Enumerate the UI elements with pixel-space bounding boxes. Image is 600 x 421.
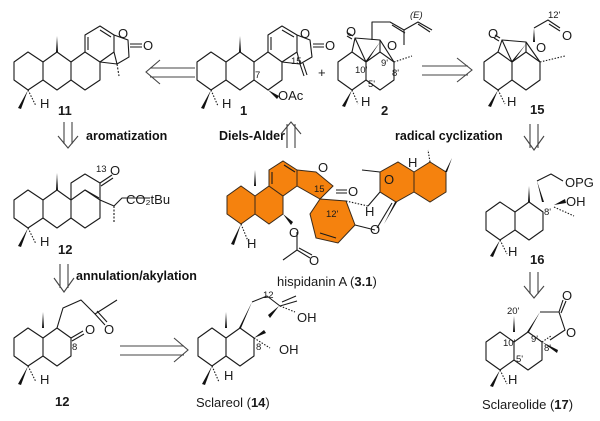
sclareol-oh-8-label: OH xyxy=(279,342,299,357)
hispidanin-acetate-carbonyl-oxygen: O xyxy=(309,253,319,268)
hispidanin-h2-label: H xyxy=(365,204,374,219)
c2-ketone-oxygen: O xyxy=(346,24,356,39)
plus-sign: + xyxy=(318,65,326,80)
c1-h-label: H xyxy=(222,96,231,111)
compound-2-structure: O O (E) 10' 9' 8' 5' H 2 xyxy=(337,10,433,118)
c2-c10p-label: 10' xyxy=(355,65,368,76)
sclareolide-c8p-label: 8' xyxy=(544,343,551,354)
compound-11-label: 11 xyxy=(58,103,72,118)
hispidanin-ring-e xyxy=(413,161,447,203)
sclareolide-carbonyl-oxygen: O xyxy=(562,288,572,303)
c11-h-label: H xyxy=(40,96,49,111)
compound-14-sclareol-structure: 12 8 OH OH H Sclareol (14) xyxy=(196,290,317,410)
sclareolide-c10p-label: 10' xyxy=(503,338,516,349)
hispidanin-c15-label: 15 xyxy=(314,184,325,195)
c12a-oxygen: O xyxy=(110,163,120,178)
compound-12a-label: 12 xyxy=(58,242,72,257)
step-label-diels-alder: Diels-Alder xyxy=(219,129,285,143)
c12a-c13-label: 13 xyxy=(96,164,107,175)
c2-e-geometry-label: (E) xyxy=(410,10,423,21)
compound-11-structure: O O H 11 xyxy=(13,25,153,118)
compound-12b-structure: O O 8 H 12 xyxy=(13,299,118,409)
c11-carbonyl-oxygen: O xyxy=(143,38,153,53)
retro-arrow-2-to-15 xyxy=(422,57,473,83)
c1-carbonyl-oxygen: O xyxy=(325,38,335,53)
hispidanin-c12p-label: 12' xyxy=(326,209,339,220)
c2-c9p-label: 9' xyxy=(381,58,388,69)
c15-ring-oxygen: O xyxy=(536,40,546,55)
c2-ring-oxygen: O xyxy=(387,38,397,53)
c1-c7-label: 7 xyxy=(255,70,260,81)
sclareolide-c5p-label: 5' xyxy=(516,354,523,365)
sclareolide-c9p-label: 9' xyxy=(531,334,538,345)
c1-oac-label: OAc xyxy=(278,88,304,103)
hispidanin-ether-oxygen: O xyxy=(370,222,380,237)
compound-1-label: 1 xyxy=(240,103,247,118)
hispidanin-carbonyl-oxygen: O xyxy=(348,184,358,199)
compound-2-label: 2 xyxy=(381,103,388,118)
c16-h-label: H xyxy=(508,244,517,259)
hispidanin-a-structure: O O 15 12' O O O O H H H hispidanin A (3… xyxy=(226,149,452,289)
compound-12a-structure: O 13 CO₂tBu H 12 xyxy=(13,163,170,257)
step-label-annulation-alkylation: annulation/akylation xyxy=(76,269,197,283)
sclareol-label: Sclareol (14) xyxy=(196,395,270,410)
c15-aldehyde-oxygen: O xyxy=(562,28,572,43)
c2-h-label: H xyxy=(361,94,370,109)
c12a-co2tbu-label: CO₂tBu xyxy=(126,192,170,207)
compound-16-label: 16 xyxy=(530,252,544,267)
retro-arrow-center-to-1 xyxy=(280,121,302,148)
c16-opg-label: OPG xyxy=(565,175,594,190)
c12b-side-oxygen: O xyxy=(104,322,114,337)
sclareol-c12-label: 12 xyxy=(263,290,274,301)
retro-arrow-11-to-12 xyxy=(57,122,79,149)
sclareol-c8-label: 8 xyxy=(256,342,261,353)
retro-arrow-16-to-17 xyxy=(523,272,545,299)
c11-ring-oxygen: O xyxy=(118,26,128,41)
hispidanin-acetate-oxygen: O xyxy=(289,225,299,240)
sclareol-h-label: H xyxy=(224,368,233,383)
compound-15-structure: O O O 12' H 15 xyxy=(483,10,572,117)
hispidanin-a-label: hispidanin A (3.1) xyxy=(277,274,377,289)
compound-15-label: 15 xyxy=(530,102,544,117)
c1-ring-oxygen: O xyxy=(300,26,310,41)
sclareolide-h-label: H xyxy=(508,372,517,387)
compound-17-sclareolide-structure: O O 20' 10' 9' 8' 5' H Sclareolide (17) xyxy=(482,288,576,412)
c16-c8p-label: 8' xyxy=(544,207,551,218)
step-label-aromatization: aromatization xyxy=(86,129,167,143)
forward-arrow-12b-to-sclareol xyxy=(120,337,189,363)
sclareolide-label: Sclareolide (17) xyxy=(482,397,573,412)
retro-arrow-15-to-16 xyxy=(523,124,545,151)
compound-1-structure: O O 15 7 OAc H 1 xyxy=(196,25,335,118)
c2-c8p-label: 8' xyxy=(392,68,399,79)
retro-arrow-12-to-12b xyxy=(53,264,75,293)
hispidanin-h3-label: H xyxy=(408,155,417,170)
c12b-h-label: H xyxy=(40,372,49,387)
step-label-radical-cyclization: radical cyclization xyxy=(395,129,503,143)
hispidanin-h-label: H xyxy=(247,236,256,251)
c2-c5p-label: 5' xyxy=(368,79,375,90)
c12a-h-label: H xyxy=(40,234,49,249)
hispidanin-lactone-ring xyxy=(296,169,334,200)
c12b-c8-label: 8 xyxy=(72,342,77,353)
c15-ketone-oxygen: O xyxy=(488,26,498,41)
c12b-ring-oxygen: O xyxy=(85,322,95,337)
sclareolide-ring-oxygen: O xyxy=(566,325,576,340)
hispidanin-lactone-oxygen: O xyxy=(318,160,328,175)
sclareol-oh-12-label: OH xyxy=(297,310,317,325)
hispidanin-bridge-oxygen: O xyxy=(384,172,394,187)
compound-12b-label: 12 xyxy=(55,394,69,409)
c15-h-label: H xyxy=(507,94,516,109)
retro-arrow-1-to-11 xyxy=(145,59,195,85)
c1-c15-label: 15 xyxy=(291,56,302,67)
c16-oh-label: OH xyxy=(566,194,586,209)
hispidanin-ring-a xyxy=(226,185,256,225)
c15-c12p-label: 12' xyxy=(548,10,561,21)
sclareolide-c20p-label: 20' xyxy=(507,306,520,317)
compound-16-structure: OPG OH 8' H 16 xyxy=(485,173,594,267)
